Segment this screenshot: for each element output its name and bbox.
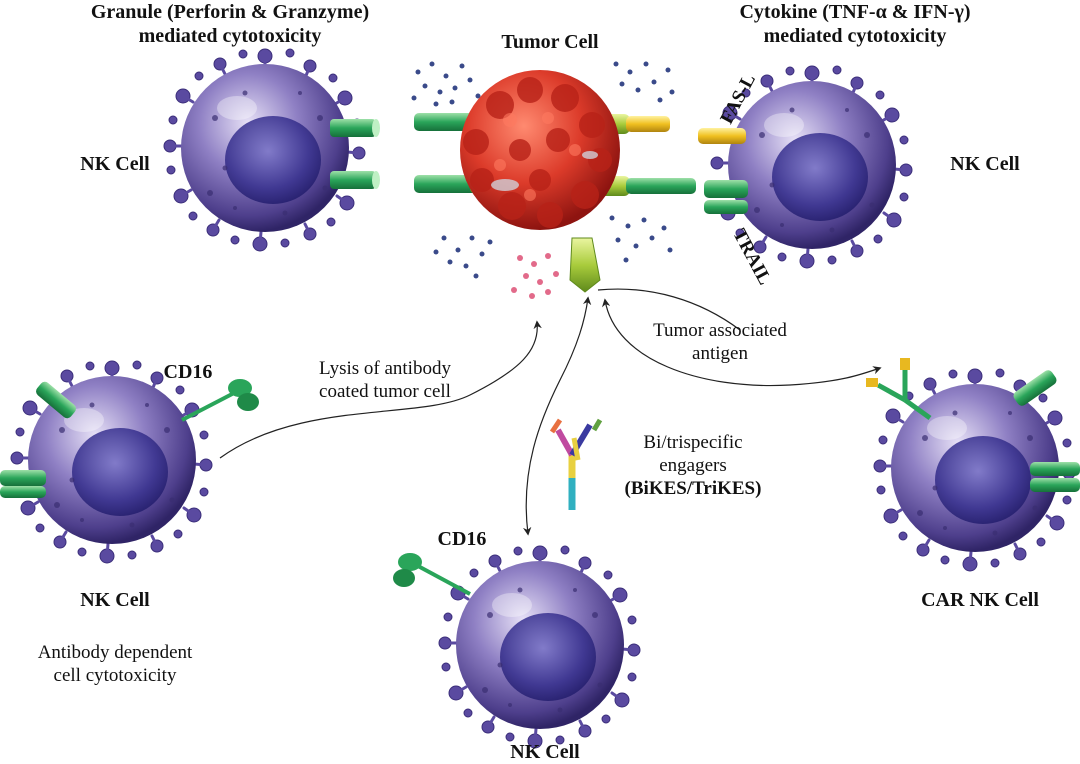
granule-title-line2: mediated cytotoxicity xyxy=(138,25,322,47)
cd16-label-left: CD16 xyxy=(163,361,213,383)
lysis-label: Lysis of antibody coated tumor cell xyxy=(290,358,480,404)
granule-title: Granule (Perforin & Granzyme) mediated c… xyxy=(55,0,405,48)
tumor-antigen-label: Tumor associated antigen xyxy=(620,320,820,366)
cytokine-title: Cytokine (TNF-α & IFN-γ) mediated cytoto… xyxy=(690,0,1020,48)
engagers-line3: (BiKES/TriKES) xyxy=(624,477,762,499)
perforin-dots xyxy=(511,253,559,299)
cd16-label-bottom: CD16 xyxy=(437,528,487,550)
nk-cell-top-left xyxy=(162,47,367,253)
tumor-antigen-line2: antigen xyxy=(692,342,748,364)
nk-cell-label-bottom: NK Cell xyxy=(510,741,580,763)
granule-title-line1: Granule (Perforin & Granzyme) xyxy=(90,1,370,23)
tumor-cell xyxy=(460,70,620,230)
nk-cell-label-top-left: NK Cell xyxy=(80,153,150,175)
tumor-antigen-line1: Tumor associated xyxy=(653,320,787,341)
nk-bottom-receptors xyxy=(393,553,471,596)
engagers-line1: Bi/trispecific xyxy=(643,432,743,453)
nk-cell-label-adcc: NK Cell xyxy=(80,589,150,611)
adcc-line2: cell cytotoxicity xyxy=(53,664,177,686)
tumor-cell-label: Tumor Cell xyxy=(501,31,599,53)
car-receptors xyxy=(866,358,1080,492)
antigen-curve xyxy=(597,288,741,331)
nk-adcc-receptors xyxy=(0,379,259,498)
engager-arrow xyxy=(523,296,592,536)
engagers-line2: engagers xyxy=(659,454,727,476)
engagers-label: Bi/trispecific engagers (BiKES/TriKES) xyxy=(598,432,788,500)
lysis-line1: Lysis of antibody xyxy=(319,358,451,379)
adcc-line1: Antibody dependent xyxy=(37,642,193,663)
car-nk-cell-label: CAR NK Cell xyxy=(921,589,1039,611)
lysis-line2: coated tumor cell xyxy=(319,380,451,402)
adcc-label: Antibody dependent cell cytotoxicity xyxy=(10,642,220,688)
bispecific-engager-icon xyxy=(549,418,603,510)
car-antigen-arrow xyxy=(601,298,882,387)
tumor-antigen-receptor xyxy=(569,237,601,293)
cytokine-title-line1: Cytokine (TNF-α & IFN-γ) xyxy=(739,1,971,23)
cytokine-title-line2: mediated cytotoxicity xyxy=(763,25,947,47)
nk-cell-bottom xyxy=(437,544,642,750)
nk-cell-label-top-right: NK Cell xyxy=(950,153,1020,175)
nk-top-right-receptors xyxy=(698,128,748,214)
granule-dots xyxy=(411,61,675,279)
